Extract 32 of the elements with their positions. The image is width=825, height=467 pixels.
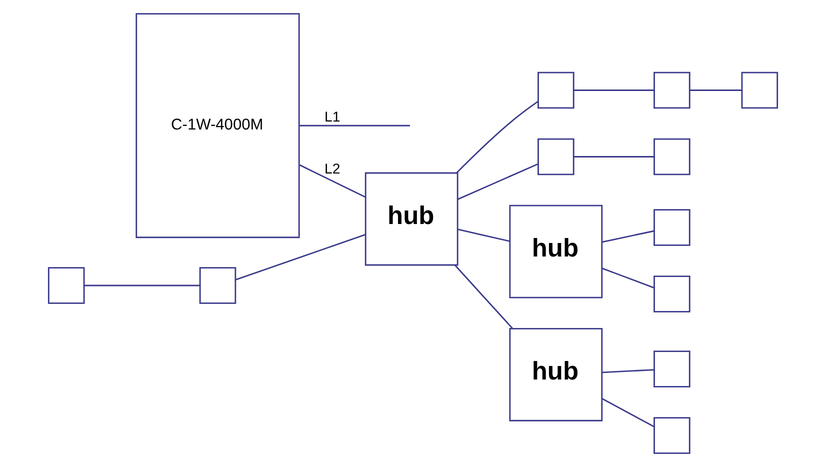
connector bbox=[601, 230, 654, 243]
connector bbox=[456, 100, 538, 174]
connector bbox=[299, 124, 410, 126]
connector bbox=[601, 398, 654, 428]
node-box bbox=[47, 267, 84, 304]
connector bbox=[574, 156, 654, 158]
node-box bbox=[653, 350, 690, 388]
edge-label: L2 bbox=[324, 160, 340, 177]
connector bbox=[454, 264, 512, 329]
node-box bbox=[653, 276, 690, 312]
node-box: C-1W-4000M bbox=[135, 13, 300, 238]
node-box bbox=[653, 138, 690, 176]
edge-label: L1 bbox=[324, 108, 340, 124]
connector bbox=[574, 90, 654, 91]
connector bbox=[689, 90, 742, 91]
node-box: hub bbox=[508, 328, 602, 422]
connector bbox=[234, 234, 366, 280]
node-box: hub bbox=[508, 204, 602, 298]
connector bbox=[602, 369, 654, 374]
node-box bbox=[537, 138, 574, 176]
node-box bbox=[537, 72, 574, 109]
node-box bbox=[653, 72, 690, 109]
connector bbox=[457, 228, 510, 242]
node-box bbox=[740, 72, 778, 109]
connector bbox=[84, 284, 200, 286]
connector bbox=[298, 164, 365, 198]
node-box bbox=[198, 267, 236, 304]
connector bbox=[456, 163, 538, 200]
connector bbox=[601, 268, 654, 288]
node-box bbox=[653, 209, 690, 246]
node-box: hub bbox=[364, 172, 458, 266]
node-box bbox=[653, 417, 690, 454]
